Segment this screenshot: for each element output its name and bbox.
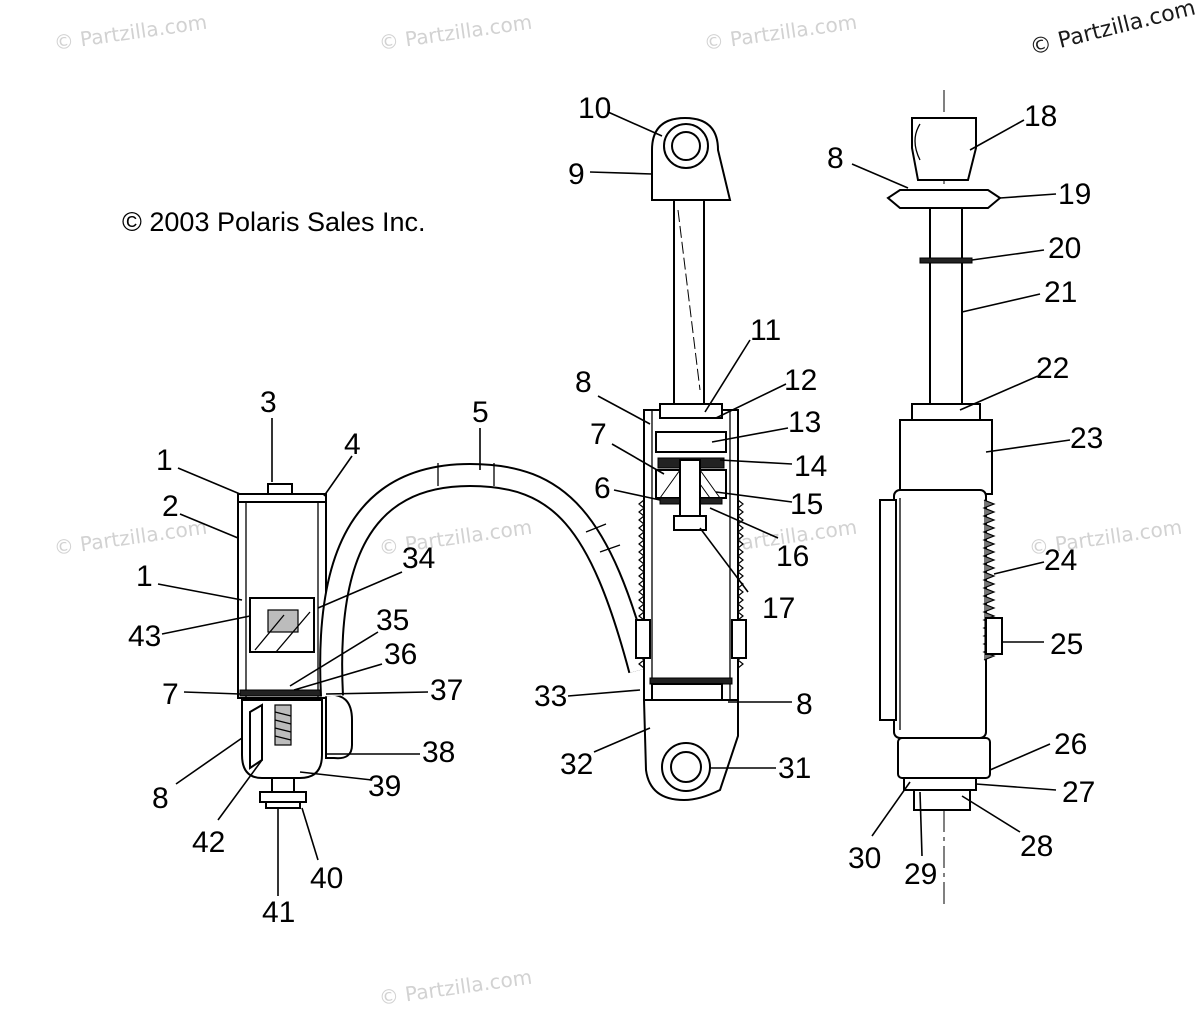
callout-label: 10 bbox=[578, 92, 611, 125]
callout-label: 32 bbox=[560, 748, 593, 781]
leader-lines bbox=[157, 111, 1071, 896]
callout-label: 23 bbox=[1070, 422, 1103, 455]
callout-label: 8 bbox=[152, 782, 169, 815]
callout-label: 9 bbox=[568, 158, 585, 191]
callout-label: 13 bbox=[788, 406, 821, 439]
callout-label: 16 bbox=[776, 540, 809, 573]
callout-label: 15 bbox=[790, 488, 823, 521]
adjuster-screw bbox=[271, 777, 295, 793]
adjuster-body bbox=[249, 703, 263, 770]
callout-label: 35 bbox=[376, 604, 409, 637]
shock-body bbox=[643, 409, 739, 701]
callout-label: 24 bbox=[1044, 544, 1077, 577]
watermark: © Partzilla.com bbox=[52, 515, 208, 560]
callout-label: 31 bbox=[778, 752, 811, 785]
side-top-eyelet bbox=[911, 117, 977, 181]
callout-label: 38 bbox=[422, 736, 455, 769]
callout-label: 7 bbox=[162, 678, 179, 711]
separator-plate bbox=[239, 689, 325, 697]
watermark: © Partzilla.com bbox=[377, 515, 533, 560]
callout-label: 27 bbox=[1062, 776, 1095, 809]
side-shaft bbox=[929, 207, 963, 409]
callout-label: 19 bbox=[1058, 178, 1091, 211]
watermark: © Partzilla.com bbox=[52, 10, 208, 55]
side-body-upper bbox=[899, 419, 993, 495]
reservoir-cap bbox=[237, 493, 327, 503]
callout-label: 39 bbox=[368, 770, 401, 803]
watermark: © Partzilla.com bbox=[377, 10, 533, 55]
callout-label: 18 bbox=[1024, 100, 1057, 133]
side-body-lower bbox=[893, 489, 987, 739]
callout-label: 41 bbox=[262, 896, 295, 929]
bearing bbox=[655, 431, 727, 453]
callout-label: 1 bbox=[136, 560, 153, 593]
callout-label: 43 bbox=[128, 620, 161, 653]
callout-label: 6 bbox=[594, 472, 611, 505]
shaft-nut bbox=[673, 515, 707, 531]
callout-label: 12 bbox=[784, 364, 817, 397]
callout-label: 34 bbox=[402, 542, 435, 575]
piston-insert bbox=[267, 609, 299, 633]
copyright-notice: © 2003 Polaris Sales Inc. bbox=[122, 207, 426, 237]
callout-label: 17 bbox=[762, 592, 795, 625]
adjuster-knob bbox=[259, 791, 307, 803]
callout-labels: 10 9 18 8 19 20 21 11 12 8 13 7 14 6 15 … bbox=[128, 92, 1103, 929]
callout-label: 1 bbox=[156, 444, 173, 477]
shock-cutaway-assembly bbox=[635, 116, 747, 802]
callout-label: 2 bbox=[162, 490, 179, 523]
callout-label: 5 bbox=[472, 396, 489, 429]
callout-label: 29 bbox=[904, 858, 937, 891]
callout-label: 8 bbox=[575, 366, 592, 399]
callout-label: 25 bbox=[1050, 628, 1083, 661]
callout-label: 3 bbox=[260, 386, 277, 419]
callout-label: 14 bbox=[794, 450, 827, 483]
callout-label: 33 bbox=[534, 680, 567, 713]
callout-label: 40 bbox=[310, 862, 343, 895]
hose-fitting bbox=[325, 693, 353, 760]
callout-label: 26 bbox=[1054, 728, 1087, 761]
preload-lock bbox=[985, 617, 1003, 655]
shock-shaft bbox=[673, 199, 705, 406]
callout-label: 36 bbox=[384, 638, 417, 671]
side-bottom-seal bbox=[903, 777, 977, 791]
callout-label: 37 bbox=[430, 674, 463, 707]
watermark: © Partzilla.com bbox=[702, 10, 858, 55]
adjuster-base bbox=[265, 801, 301, 809]
callout-label: 22 bbox=[1036, 352, 1069, 385]
callout-label: 20 bbox=[1048, 232, 1081, 265]
callout-label: 4 bbox=[344, 428, 361, 461]
callout-label: 8 bbox=[827, 142, 844, 175]
callout-label: 8 bbox=[796, 688, 813, 721]
watermark: © Partzilla.com bbox=[377, 965, 533, 1010]
o-ring bbox=[919, 257, 973, 264]
callout-label: 11 bbox=[750, 314, 781, 347]
shock-side-view bbox=[879, 90, 1003, 905]
mount-plate bbox=[886, 189, 1002, 209]
callout-label: 21 bbox=[1044, 276, 1077, 309]
spring-collar-left bbox=[635, 619, 651, 659]
side-bottom-eyelet bbox=[913, 789, 971, 811]
remote-hose bbox=[319, 462, 652, 697]
reservoir-assembly bbox=[237, 483, 353, 809]
side-clamp bbox=[879, 499, 897, 721]
spring-collar-right bbox=[731, 619, 747, 659]
callout-label: 7 bbox=[590, 418, 607, 451]
callout-label: 30 bbox=[848, 842, 881, 875]
side-bottom bbox=[897, 737, 991, 779]
seal-head bbox=[659, 403, 723, 419]
callout-label: 28 bbox=[1020, 830, 1053, 863]
callout-label: 42 bbox=[192, 826, 225, 859]
watermark-corner: © Partzilla.com bbox=[1027, 0, 1198, 61]
